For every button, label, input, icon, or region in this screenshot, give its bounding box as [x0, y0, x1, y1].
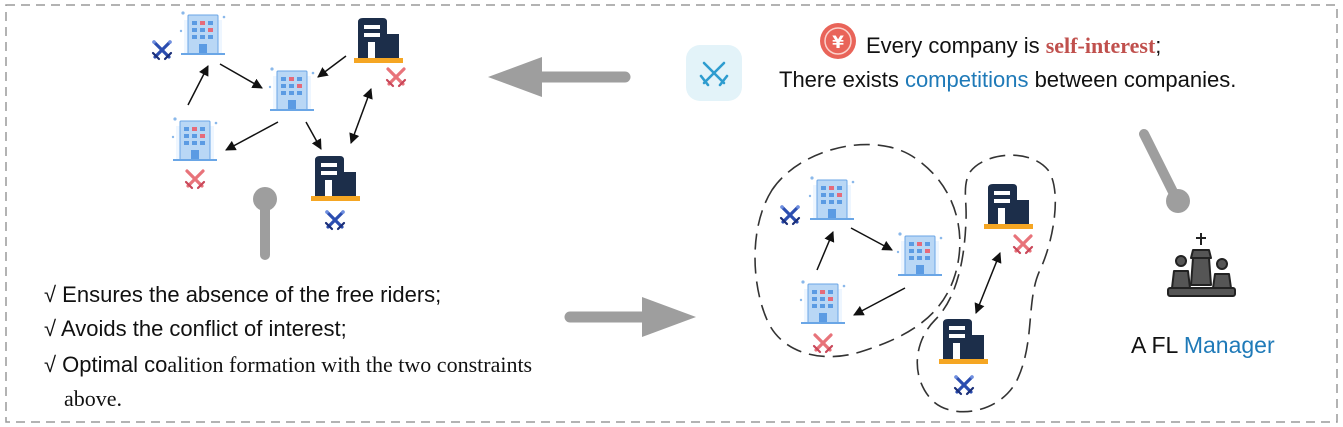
crossed-swords-icon [323, 208, 347, 231]
coalition-diagram [754, 143, 1057, 413]
office-building-icon [267, 66, 316, 111]
edge-arrow [305, 121, 322, 150]
crossed-swords-badge [686, 45, 742, 101]
edge-arrow [225, 121, 279, 151]
self-interest-highlight: self-interest [1046, 33, 1156, 58]
dark-office-building-icon [984, 184, 1033, 229]
coalition-boundary-1 [754, 143, 961, 358]
crossed-swords-icon [184, 169, 206, 190]
dark-office-building-icon [939, 319, 988, 364]
dark-office-building-icon [311, 156, 360, 201]
edge-arrow [317, 55, 347, 78]
company-network-top [150, 10, 407, 231]
office-building-icon [798, 279, 847, 324]
office-building-icon [178, 10, 227, 55]
crossed-swords-icon [385, 67, 407, 88]
left-arrow [488, 57, 631, 97]
competitions-highlight: competitions [905, 67, 1029, 92]
coalition-boundary-2 [916, 154, 1057, 413]
edge-arrow [850, 227, 893, 251]
crossed-swords-icon [150, 38, 174, 61]
office-building-icon [895, 231, 944, 276]
dark-office-building-icon [354, 18, 403, 63]
edge-arrow [974, 252, 1002, 314]
crossed-swords-icon [952, 373, 976, 396]
crossed-swords-icon [778, 203, 802, 226]
statement-line-2: There exists competitions between compan… [779, 67, 1236, 92]
requirements-connector [253, 187, 277, 260]
edge-arrow [219, 63, 263, 89]
crossed-swords-icon [812, 333, 834, 354]
svg-text:¥: ¥ [832, 33, 844, 53]
manager-label: A FL Manager [1131, 332, 1275, 358]
requirement-2: √ Avoids the conflict of interest; [44, 316, 347, 341]
edge-arrow [816, 231, 835, 271]
manager-highlight: Manager [1184, 332, 1275, 358]
office-building-icon [807, 175, 856, 220]
office-building-icon [170, 116, 219, 161]
right-arrow [564, 297, 696, 337]
outer-dashed-border [5, 4, 1338, 423]
requirement-3: √ Optimal coalition formation with the t… [44, 352, 532, 377]
edge-arrow [187, 65, 209, 106]
yen-coin-icon: ¥ [820, 23, 856, 59]
chess-pieces-icon [1167, 233, 1236, 297]
manager-connector [1139, 129, 1190, 213]
requirement-3-continuation: above. [64, 386, 122, 411]
crossed-swords-icon [1012, 234, 1034, 255]
edge-arrow [853, 287, 906, 316]
edge-arrow [349, 88, 373, 144]
requirement-1: √ Ensures the absence of the free riders… [44, 282, 441, 307]
statement-line-1: Every company is self-interest; [866, 33, 1161, 58]
